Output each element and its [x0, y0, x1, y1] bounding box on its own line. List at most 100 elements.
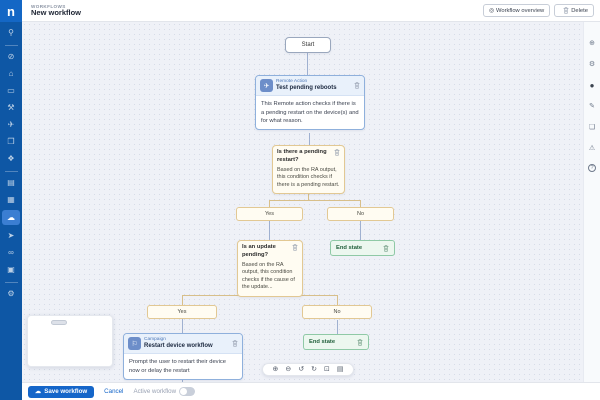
branch-no-node[interactable]: No — [302, 305, 372, 319]
branch-connector — [269, 200, 361, 201]
branch-yes-node[interactable]: Yes — [147, 305, 217, 319]
connector — [309, 133, 310, 145]
branch-connector — [337, 295, 338, 305]
sidebar-item-deploy[interactable]: ✈ — [7, 120, 15, 129]
minimap[interactable] — [27, 315, 113, 367]
node-description: This Remote action checks if there is a … — [261, 101, 359, 124]
delete-button[interactable]: Delete — [554, 4, 594, 17]
add-icon[interactable]: ⊕ — [589, 40, 595, 47]
breadcrumb: WORKFLOWS New workflow — [31, 4, 81, 18]
branch-connector — [182, 295, 183, 305]
sidebar-item-links[interactable]: ❖ — [7, 154, 15, 163]
campaign-icon: ⚐ — [128, 337, 141, 351]
gear-icon[interactable]: ⚙ — [588, 61, 596, 68]
sidebar-item-remote[interactable]: ➤ — [7, 231, 15, 240]
campaign-node[interactable]: ⚐ Campaign Restart device workflow Promp… — [123, 333, 243, 380]
redo-icon[interactable]: ↻ — [311, 366, 317, 373]
sidebar-item-integrations[interactable]: ∞ — [8, 248, 14, 257]
trash-icon[interactable] — [354, 338, 363, 346]
start-node[interactable]: Start — [285, 37, 331, 53]
delete-label: Delete — [571, 7, 588, 14]
bookmark-icon[interactable]: ❏ — [588, 124, 596, 131]
condition-title: Is there a pending restart? — [277, 149, 327, 163]
app-logo[interactable]: n — [0, 0, 22, 22]
connector — [360, 221, 361, 240]
sidebar-item-devices[interactable]: ▭ — [7, 86, 15, 95]
divider — [4, 45, 18, 46]
trash-icon — [560, 7, 569, 14]
sidebar-item-dashboard[interactable]: ⊘ — [7, 52, 15, 61]
canvas-toolbar: ⊕ ⊖ ↺ ↻ ⊡ ▤ — [262, 363, 354, 376]
save-workflow-button[interactable]: ☁ Save workflow — [28, 385, 95, 398]
breadcrumb-label: WORKFLOWS — [31, 3, 66, 9]
trash-icon[interactable] — [380, 244, 389, 252]
cancel-button[interactable]: Cancel — [104, 388, 124, 395]
bottom-bar: ☁ Save workflow Cancel Active workflow — [22, 382, 600, 400]
undo-icon[interactable]: ↺ — [298, 366, 305, 373]
toggle-knob — [180, 388, 188, 395]
sidebar-item-organizations[interactable]: ▦ — [7, 195, 15, 204]
trash-icon[interactable] — [351, 82, 360, 89]
divider — [4, 171, 18, 172]
auto-layout-icon[interactable]: ▤ — [336, 366, 344, 373]
end-state-node[interactable]: End state — [330, 240, 395, 256]
condition-node-update-pending[interactable]: Is an update pending? Based on the RA ou… — [237, 240, 303, 297]
search-icon[interactable]: ⚲ — [8, 28, 14, 37]
active-workflow-label: Active workflow — [133, 388, 177, 395]
node-header: ✈ Remote Action Test pending reboots — [256, 76, 364, 97]
left-sidebar: n ⚲ ⊘ ⌂ ▭ ⚒ ✈ ❒ ❖ ▤ ▦ ☁ ➤ ∞ ▣ ⚙ — [0, 0, 22, 400]
workflow-canvas[interactable]: Start ✈ Remote Action Test pending reboo… — [22, 22, 583, 382]
save-icon: ☁ — [35, 388, 42, 395]
branch-connector — [360, 200, 361, 207]
trash-icon[interactable] — [331, 149, 340, 156]
remote-action-icon: ✈ — [260, 79, 273, 93]
end-state-label: End state — [336, 245, 363, 251]
sidebar-item-reports[interactable]: ▤ — [7, 178, 15, 187]
overview-label: Workflow overview — [496, 7, 545, 14]
branch-connector — [269, 200, 270, 207]
end-state-node[interactable]: End state — [303, 334, 369, 350]
branch-no-node[interactable]: No — [327, 207, 394, 221]
node-type-label: Remote Action — [276, 79, 308, 84]
node-description: Prompt the user to restart their device … — [129, 359, 226, 374]
edit-icon[interactable]: ✎ — [589, 103, 595, 110]
fit-view-icon[interactable]: ⊡ — [324, 366, 330, 373]
zoom-in-icon[interactable]: ⊕ — [272, 366, 279, 373]
sidebar-item-documentation[interactable]: ▣ — [7, 265, 15, 274]
profile-icon[interactable]: ● — [589, 80, 595, 90]
trash-icon[interactable] — [229, 340, 238, 347]
sidebar-item-alerts[interactable]: ⌂ — [8, 69, 14, 78]
right-rail: ⊕ ⚙ ● ✎ ❏ ⚠ ? — [583, 22, 600, 382]
connector — [337, 320, 338, 334]
connector — [182, 319, 183, 333]
condition-node-pending-restart[interactable]: Is there a pending restart? Based on the… — [272, 145, 345, 195]
connector — [269, 221, 270, 240]
condition-description: Based on the RA output, this condition c… — [277, 167, 340, 188]
page-title: New workflow — [31, 7, 82, 17]
divider — [4, 282, 18, 283]
minimap-viewport[interactable] — [51, 320, 67, 325]
workflow-overview-button[interactable]: ◎ Workflow overview — [482, 4, 551, 17]
sidebar-item-automation[interactable]: ☁ — [2, 210, 20, 225]
node-title: Restart device workflow — [144, 342, 213, 349]
sidebar-item-tools[interactable]: ⚒ — [7, 103, 15, 112]
overview-icon: ◎ — [488, 7, 495, 14]
settings-icon[interactable]: ⚙ — [7, 289, 15, 298]
header-actions: ◎ Workflow overview Delete — [482, 4, 594, 17]
zoom-out-icon[interactable]: ⊖ — [285, 366, 292, 373]
help-icon[interactable]: ? — [588, 164, 596, 172]
trash-icon[interactable] — [289, 244, 298, 251]
node-title: Test pending reboots — [276, 84, 337, 91]
condition-title: Is an update pending? — [242, 244, 276, 258]
remote-action-node[interactable]: ✈ Remote Action Test pending reboots Thi… — [255, 75, 365, 130]
connector — [307, 53, 308, 75]
branch-connector — [308, 192, 309, 200]
branch-yes-node[interactable]: Yes — [236, 207, 303, 221]
condition-description: Based on the RA output, this condition c… — [242, 262, 295, 291]
sidebar-item-packages[interactable]: ❒ — [7, 137, 15, 146]
warning-icon[interactable]: ⚠ — [588, 145, 596, 152]
active-workflow-toggle[interactable] — [179, 387, 196, 396]
end-state-label: End state — [309, 339, 336, 345]
node-header: ⚐ Campaign Restart device workflow — [124, 334, 242, 355]
